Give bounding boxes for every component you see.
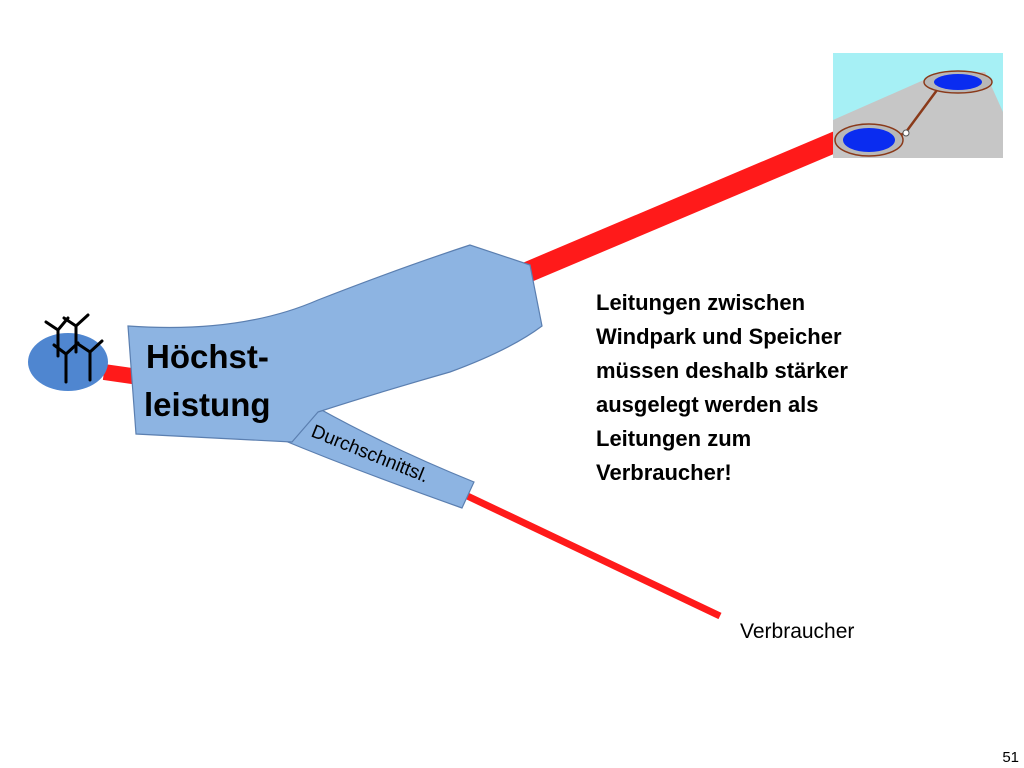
peak-flow-shape (127, 244, 543, 443)
pumped-storage-icon (833, 53, 1003, 158)
peak-label-line1: Höchst- (146, 338, 269, 375)
note-line: ausgelegt werden als (596, 392, 819, 417)
lower-reservoir (843, 128, 895, 152)
line-to-storage (523, 130, 845, 282)
note-line: Windpark und Speicher (596, 324, 842, 349)
explanation-note: Leitungen zwischen Windpark und Speicher… (596, 290, 848, 485)
wind-turbine-icon (28, 313, 108, 391)
note-line: müssen deshalb stärker (596, 358, 848, 383)
average-flow-band (276, 407, 475, 509)
peak-label-line2: leistung (144, 386, 271, 423)
page-number: 51 (1002, 749, 1019, 766)
upper-reservoir (934, 74, 982, 90)
line-to-consumer (438, 479, 722, 620)
consumer-label: Verbraucher (740, 620, 854, 643)
note-line: Leitungen zwischen (596, 290, 805, 315)
note-line: Leitungen zum (596, 426, 751, 451)
storage-valve (902, 129, 910, 137)
windpark-circle (28, 333, 108, 391)
note-line: Verbraucher! (596, 460, 732, 485)
wind-turbine (44, 313, 104, 384)
